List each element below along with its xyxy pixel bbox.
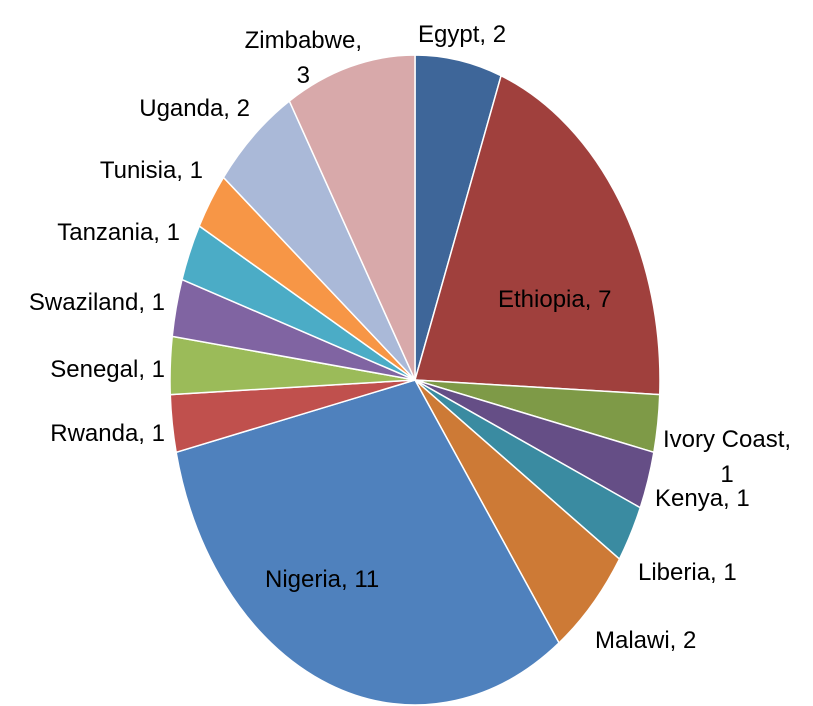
data-label-zimbabwe: Zimbabwe,3 — [245, 27, 362, 89]
pie-slices — [169, 54, 661, 706]
data-label-uganda: Uganda, 2 — [139, 95, 250, 122]
data-label-kenya: Kenya, 1 — [655, 485, 750, 512]
data-label-malawi: Malawi, 2 — [595, 627, 696, 654]
data-label-tanzania: Tanzania, 1 — [57, 219, 180, 246]
data-label-nigeria: Nigeria, 11 — [265, 566, 379, 593]
data-label-ivory-coast: Ivory Coast,1 — [663, 426, 791, 488]
data-label-ethiopia: Ethiopia, 7 — [498, 286, 611, 313]
data-label-rwanda: Rwanda, 1 — [50, 420, 165, 447]
data-label-tunisia: Tunisia, 1 — [100, 157, 203, 184]
data-label-swaziland: Swaziland, 1 — [29, 289, 165, 316]
data-label-egypt: Egypt, 2 — [418, 21, 506, 48]
data-label-senegal: Senegal, 1 — [50, 356, 165, 383]
pie-slice-ethiopia — [414, 74, 661, 396]
pie-slice-nigeria — [175, 379, 560, 706]
pie-slice-zimbabwe — [288, 54, 416, 381]
data-label-liberia: Liberia, 1 — [638, 559, 737, 586]
